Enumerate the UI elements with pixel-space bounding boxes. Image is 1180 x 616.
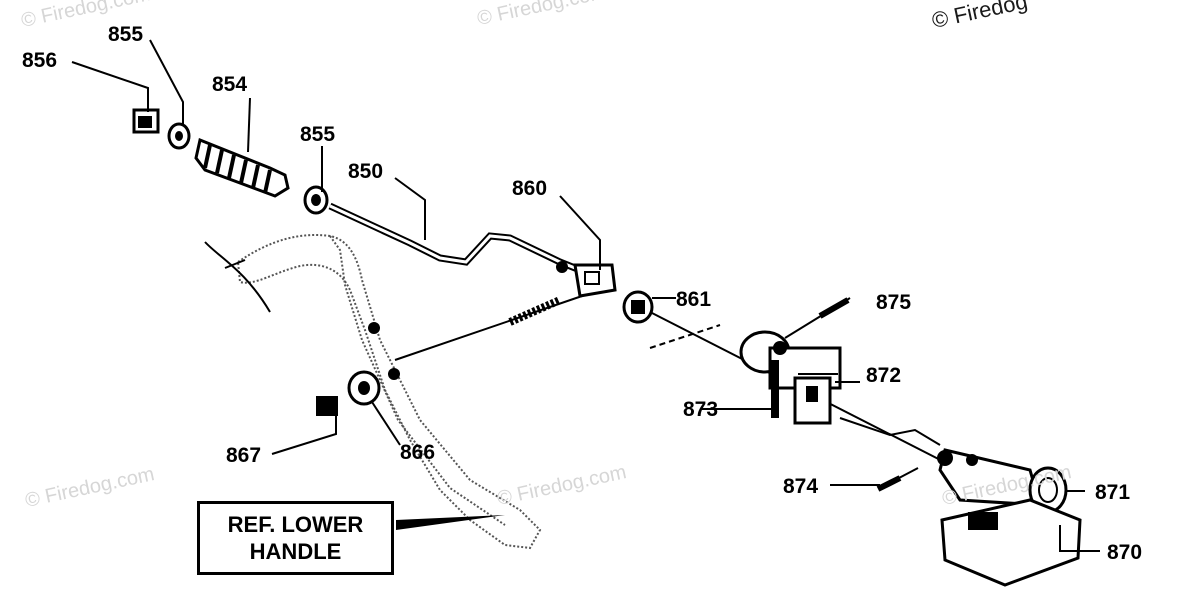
pivot-dot — [368, 322, 380, 334]
part-860-bracket — [556, 261, 617, 298]
label-860: 860 — [512, 177, 548, 200]
label-871: 871 — [1095, 481, 1131, 504]
part-872-control-block — [739, 330, 860, 425]
cross-line — [649, 324, 721, 349]
handle-wire — [204, 241, 271, 313]
part-875-pin — [784, 297, 851, 339]
part-866-washer — [347, 370, 381, 406]
label-856: 856 — [22, 49, 58, 72]
label-873: 873 — [683, 398, 719, 421]
label-874: 874 — [783, 475, 819, 498]
part-870-base — [940, 498, 1082, 587]
cable-spring — [508, 296, 562, 326]
label-854: 854 — [212, 73, 248, 96]
label-855-upper: 855 — [108, 23, 144, 46]
part-856-nut — [132, 108, 160, 134]
label-870: 870 — [1107, 541, 1143, 564]
label-861: 861 — [676, 288, 712, 311]
handle-wire-tick — [224, 259, 246, 269]
part-873-bolt — [771, 360, 779, 418]
lower-handle-outline — [236, 234, 542, 550]
leader-lines — [71, 39, 1100, 552]
ref-leader — [396, 515, 505, 530]
part-874-screw — [876, 467, 919, 492]
part-855-washer-lower — [303, 185, 329, 215]
part-855-washer-upper — [167, 122, 191, 150]
label-872: 872 — [866, 364, 902, 387]
part-854-grip — [194, 137, 290, 198]
ref-lower-handle-box: REF. LOWER HANDLE — [197, 501, 394, 575]
label-866: 866 — [400, 441, 436, 464]
label-850: 850 — [348, 160, 384, 183]
part-850-rod-inner — [329, 204, 581, 272]
throttle-cable — [394, 294, 586, 361]
label-855-lower: 855 — [300, 123, 336, 146]
part-867-nut — [316, 396, 338, 416]
label-867: 867 — [226, 444, 262, 467]
pivot-dot-lower — [388, 368, 400, 380]
ref-line-2: HANDLE — [249, 539, 342, 564]
ref-line-1: REF. LOWER — [227, 511, 364, 537]
label-875: 875 — [876, 291, 912, 314]
cylinder-wire — [839, 417, 941, 446]
part-861-nut — [622, 290, 654, 324]
